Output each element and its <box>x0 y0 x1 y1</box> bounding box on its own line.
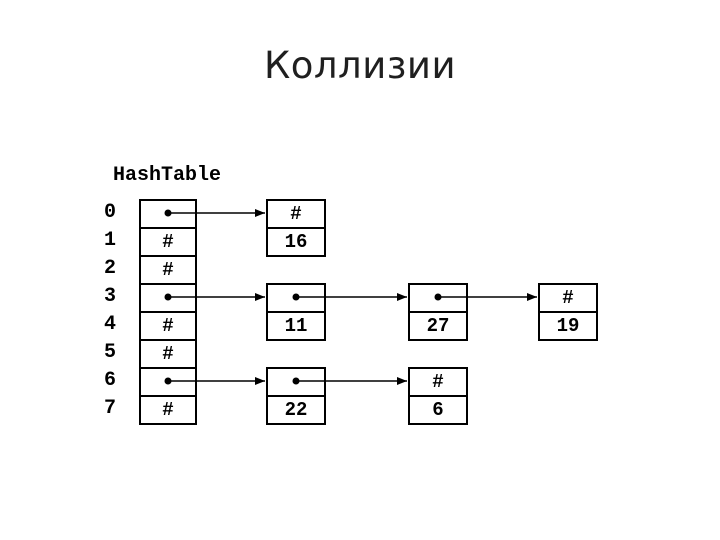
node-next-field <box>266 283 326 313</box>
list-node-6: # 6 <box>408 367 468 425</box>
node-next-field: # <box>408 367 468 397</box>
bucket-index-5: 5 <box>103 341 116 364</box>
node-value-field: 19 <box>538 311 598 341</box>
node-next-field: # <box>538 283 598 313</box>
list-node-22: 22 <box>266 367 326 425</box>
bucket-index-6: 6 <box>103 369 116 392</box>
hash-table-slot-0 <box>139 199 197 229</box>
node-next-field: # <box>266 199 326 229</box>
hash-table-slot-1: # <box>139 227 197 257</box>
node-next-field <box>266 367 326 397</box>
hash-table-slot-7: # <box>139 395 197 425</box>
hash-table-slot-6 <box>139 367 197 397</box>
list-node-19: # 19 <box>538 283 598 341</box>
hash-table-slot-3 <box>139 283 197 313</box>
hash-table: # # # # # <box>139 199 197 425</box>
slide-title: Коллизии <box>263 44 457 87</box>
node-next-field <box>408 283 468 313</box>
node-value-field: 6 <box>408 395 468 425</box>
hash-table-slot-5: # <box>139 339 197 369</box>
hash-table-slot-4: # <box>139 311 197 341</box>
bucket-index-1: 1 <box>103 229 116 252</box>
node-value-field: 16 <box>266 227 326 257</box>
hash-table-slot-2: # <box>139 255 197 285</box>
list-node-11: 11 <box>266 283 326 341</box>
bucket-index-4: 4 <box>103 313 116 336</box>
list-node-16: # 16 <box>266 199 326 257</box>
bucket-index-7: 7 <box>103 397 116 420</box>
hashtable-label: HashTable <box>113 164 222 187</box>
bucket-index-3: 3 <box>103 285 116 308</box>
bucket-index-2: 2 <box>103 257 116 280</box>
bucket-index-0: 0 <box>103 201 116 224</box>
node-value-field: 27 <box>408 311 468 341</box>
node-value-field: 22 <box>266 395 326 425</box>
list-node-27: 27 <box>408 283 468 341</box>
node-value-field: 11 <box>266 311 326 341</box>
